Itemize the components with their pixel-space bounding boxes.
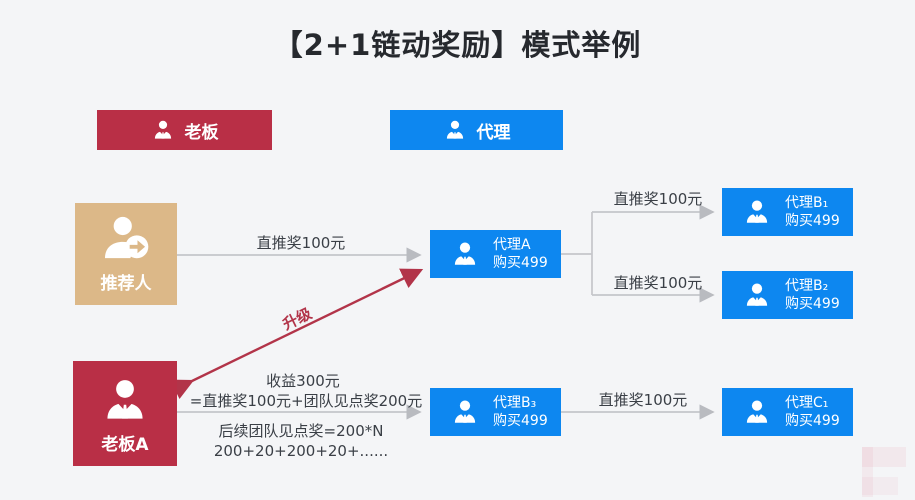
- node-agentB3: 代理B₃ 购买499: [430, 388, 561, 436]
- watermark-shape: [862, 477, 898, 495]
- node-referrer: 推荐人: [75, 203, 177, 305]
- person-arrow-icon: [104, 216, 149, 259]
- agentC1-name: 代理C₁: [785, 394, 829, 411]
- node-bossA: 老板A: [73, 361, 177, 466]
- legend-boss-label: 老板: [184, 122, 219, 143]
- person-tie-icon: [746, 400, 768, 423]
- referrer-label: 推荐人: [100, 274, 152, 294]
- edge-label-direct-reward-2: 直推奖100元: [613, 190, 703, 208]
- edge-label-income-line2: =直推奖100元+团队见点奖200元: [189, 392, 423, 410]
- person-tie-icon: [154, 120, 171, 139]
- agentB3-name: 代理B₃: [493, 394, 537, 411]
- agentA-name: 代理A: [493, 236, 531, 253]
- agentA-sub: 购买499: [493, 255, 548, 271]
- legend-agent-label: 代理: [476, 122, 511, 143]
- person-tie-icon: [454, 400, 476, 423]
- legend-agent: 代理: [390, 110, 563, 150]
- edge-label-direct-reward-4: 直推奖100元: [598, 391, 688, 409]
- person-tie-icon: [446, 120, 463, 139]
- person-tie-icon: [107, 380, 143, 419]
- edge-label-followup-line1: 后续团队见点奖=200*N: [218, 422, 384, 440]
- agentC1-sub: 购买499: [785, 413, 840, 429]
- page-title: 【2+1链动奖励】模式举例: [273, 28, 642, 62]
- edge-label-direct-reward-1: 直推奖100元: [256, 234, 346, 252]
- agentB1-sub: 购买499: [785, 213, 840, 229]
- watermark-shape: [862, 447, 906, 467]
- person-tie-icon: [746, 283, 768, 306]
- edge-label-income-line1: 收益300元: [266, 372, 340, 390]
- edge-branch-spine: [560, 212, 593, 295]
- edge-label-upgrade: 升级: [279, 304, 315, 334]
- node-agentB1: 代理B₁ 购买499: [722, 188, 853, 236]
- node-agentA: 代理A 购买499: [430, 230, 561, 278]
- agentB2-name: 代理B₂: [785, 277, 829, 294]
- watermark-shape: [862, 447, 873, 497]
- person-tie-icon: [746, 200, 768, 223]
- node-agentB2: 代理B₂ 购买499: [722, 271, 853, 319]
- agentB3-sub: 购买499: [493, 413, 548, 429]
- edge-label-direct-reward-3: 直推奖100元: [613, 274, 703, 292]
- person-tie-icon: [454, 242, 476, 265]
- agentB2-sub: 购买499: [785, 296, 840, 312]
- node-agentC1: 代理C₁ 购买499: [722, 388, 853, 436]
- edge-label-followup-line2: 200+20+200+20+......: [213, 442, 389, 460]
- bossA-label: 老板A: [101, 435, 149, 455]
- agentB1-name: 代理B₁: [785, 194, 829, 211]
- legend-boss: 老板: [97, 110, 272, 150]
